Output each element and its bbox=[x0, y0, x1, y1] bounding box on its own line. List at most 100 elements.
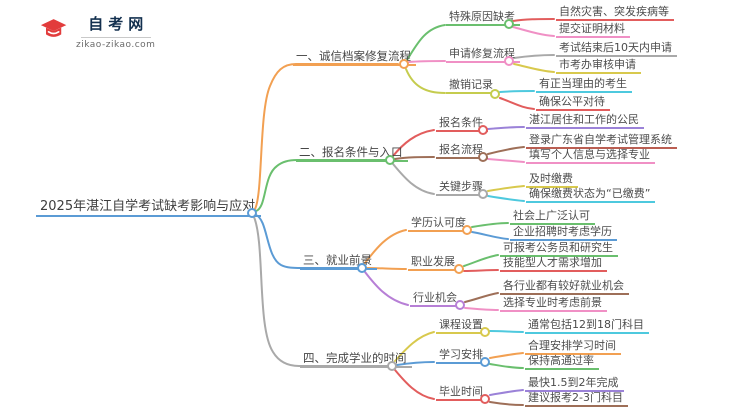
leaf-major-prospects: 选择专业时考虑前景 bbox=[500, 297, 607, 312]
graduation-cap-icon bbox=[34, 17, 67, 47]
edge-studyplan-arrange bbox=[489, 352, 524, 359]
leaf-fair-treatment: 确保公平对待 bbox=[536, 96, 610, 111]
edge-revoke-reason bbox=[499, 90, 535, 93]
node-reg-process-dot bbox=[478, 152, 488, 162]
branch-credit-repair-dot bbox=[399, 59, 409, 69]
edge-b2-keysteps bbox=[392, 163, 435, 195]
node-degree-recognition-dot bbox=[462, 225, 472, 235]
logo-divider bbox=[80, 36, 151, 38]
edge-keysteps-paystatus bbox=[487, 195, 525, 202]
edge-process-fillinfo bbox=[487, 158, 525, 163]
edge-special-proof bbox=[512, 26, 555, 37]
edge-industry-jobs bbox=[464, 292, 499, 303]
logo-title: 自考网 bbox=[88, 14, 149, 33]
branch-employment: 三、就业前景 bbox=[300, 254, 377, 270]
edge-courses-subjects bbox=[489, 330, 524, 333]
branch-registration: 二、报名条件与入口 bbox=[296, 146, 408, 162]
leaf-pay-status: 确保缴费状态为“已缴费” bbox=[526, 188, 656, 203]
node-graduation-time: 毕业时间 bbox=[436, 386, 488, 401]
edge-recognition-society bbox=[471, 222, 509, 228]
branch-credit-repair: 一、诚信档案修复流程 bbox=[293, 50, 416, 66]
site-logo[interactable]: 自考网 zikao-zikao.com bbox=[24, 10, 155, 52]
node-reg-conditions-dot bbox=[478, 125, 488, 135]
leaf-valid-reason: 有正当理由的考生 bbox=[536, 78, 632, 93]
node-industry-opportunity: 行业机会 bbox=[410, 292, 462, 307]
node-revoke-record: 撤销记录 bbox=[446, 79, 498, 94]
edge-graduation-fastest bbox=[489, 389, 524, 396]
root-dot bbox=[247, 208, 257, 218]
edge-recognition-hiring bbox=[471, 231, 509, 240]
leaf-arrange-time: 合理安排学习时间 bbox=[525, 340, 621, 355]
node-apply-process-dot bbox=[504, 56, 514, 66]
edge-industry-major bbox=[464, 307, 499, 311]
leaf-disaster: 自然灾害、突发疾病等 bbox=[556, 6, 674, 21]
node-career-development-dot bbox=[454, 264, 464, 274]
branch-completion-time: 四、完成学业的时间 bbox=[300, 352, 412, 368]
edge-b4-courses bbox=[394, 331, 435, 362]
leaf-fastest-completion: 最快1.5到2年完成 bbox=[525, 377, 624, 392]
edge-root-b2 bbox=[255, 159, 386, 212]
node-apply-process: 申请修复流程 bbox=[446, 48, 520, 63]
node-course-setup-dot bbox=[480, 327, 490, 337]
edge-root-b4 bbox=[253, 216, 388, 367]
leaf-skilled-talent: 技能型人才需求增加 bbox=[500, 257, 607, 272]
node-revoke-record-dot bbox=[490, 89, 500, 99]
leaf-pass-rate: 保持高通过率 bbox=[525, 355, 599, 370]
leaf-proof-materials: 提交证明材料 bbox=[556, 23, 630, 38]
leaf-pay-on-time: 及时缴费 bbox=[526, 173, 578, 188]
edge-b1-special-reason bbox=[406, 24, 446, 61]
node-reg-process: 报名流程 bbox=[436, 144, 488, 159]
edge-b4-graduation bbox=[394, 369, 435, 400]
edge-b3-recognition bbox=[364, 229, 407, 264]
edge-b2-conditions bbox=[392, 129, 435, 157]
node-course-setup: 课程设置 bbox=[436, 319, 488, 334]
leaf-fill-info: 填写个人信息与选择专业 bbox=[526, 149, 655, 164]
root-node: 2025年湛江自学考试缺考影响与应对 bbox=[36, 199, 262, 217]
edge-root-b3 bbox=[255, 214, 358, 269]
node-study-plan-dot bbox=[480, 357, 490, 367]
branch-employment-dot bbox=[357, 263, 367, 273]
edge-b3-industry bbox=[364, 271, 409, 306]
leaf-suggested-subjects: 建议报考2-3门科目 bbox=[525, 392, 628, 407]
edge-revoke-fair bbox=[499, 97, 535, 110]
branch-completion-time-dot bbox=[387, 361, 397, 371]
edge-keysteps-pay bbox=[487, 185, 525, 192]
leaf-civil-service: 可报考公务员和研究生 bbox=[500, 242, 618, 257]
edge-special-disaster bbox=[512, 18, 555, 22]
node-career-development: 职业发展 bbox=[408, 256, 460, 271]
edge-career-skills bbox=[463, 269, 499, 272]
edge-conditions-citizen bbox=[487, 126, 525, 130]
leaf-social-recognition: 社会上广泛认可 bbox=[510, 210, 595, 225]
leaf-hiring-consideration: 企业招聘时考虑学历 bbox=[510, 226, 617, 241]
edge-b2-process bbox=[394, 156, 435, 160]
node-special-reason: 特殊原因缺考 bbox=[446, 11, 520, 26]
leaf-login-system: 登录广东省自学考试管理系统 bbox=[526, 134, 677, 149]
edge-graduation-suggest bbox=[489, 401, 524, 406]
leaf-good-jobs: 各行业都有较好就业机会 bbox=[500, 280, 629, 295]
node-key-steps-dot bbox=[478, 189, 488, 199]
node-special-reason-dot bbox=[504, 19, 514, 29]
node-graduation-time-dot bbox=[480, 394, 490, 404]
edge-b4-studyplan bbox=[396, 361, 435, 366]
node-reg-conditions: 报名条件 bbox=[436, 117, 488, 132]
logo-text: 自考网 zikao-zikao.com bbox=[76, 13, 155, 50]
leaf-subject-count: 通常包括12到18门科目 bbox=[525, 319, 649, 334]
node-industry-opportunity-dot bbox=[455, 300, 465, 310]
leaf-office-review: 市考办审核申请 bbox=[556, 59, 641, 74]
edge-b1-apply-process bbox=[408, 60, 446, 63]
leaf-citizen: 湛江居住和工作的公民 bbox=[526, 114, 644, 129]
edge-root-b1 bbox=[254, 63, 399, 210]
edge-career-civilservice bbox=[463, 254, 499, 267]
logo-domain: zikao-zikao.com bbox=[76, 39, 156, 50]
edge-process-login bbox=[487, 146, 525, 155]
edge-studyplan-passrate bbox=[489, 363, 524, 369]
node-degree-recognition: 学历认可度 bbox=[408, 217, 471, 232]
edge-apply-10days bbox=[513, 54, 555, 59]
edge-b1-revoke-record bbox=[405, 68, 446, 94]
edge-apply-review bbox=[513, 63, 555, 73]
branch-registration-dot bbox=[385, 155, 395, 165]
node-study-plan: 学习安排 bbox=[436, 349, 488, 364]
leaf-apply-10days: 考试结束后10天内申请 bbox=[556, 42, 677, 57]
